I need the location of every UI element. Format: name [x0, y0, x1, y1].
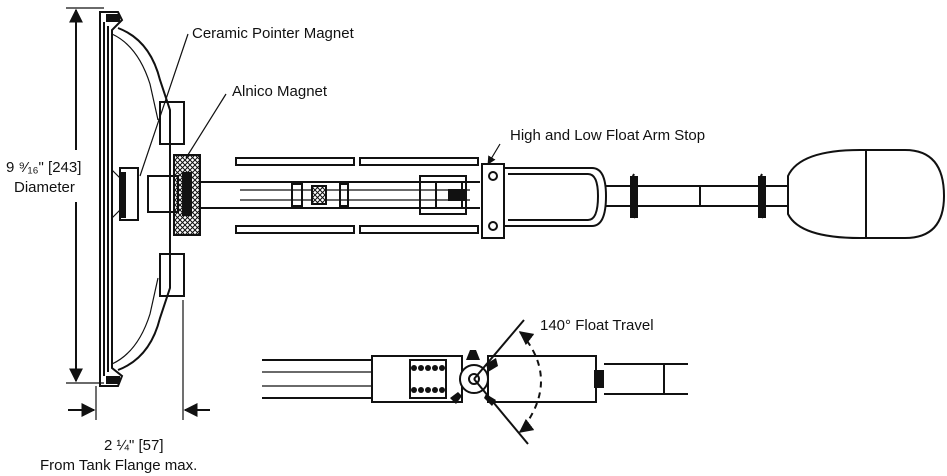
- diameter-dimension: [66, 7, 104, 384]
- float-arm-housing: [235, 157, 608, 239]
- label-alnico-magnet: Alnico Magnet: [232, 83, 328, 100]
- label-ceramic-pointer-magnet: Ceramic Pointer Magnet: [192, 25, 355, 42]
- label-float-travel: 140° Float Travel: [540, 317, 654, 334]
- label-flange-value: 2 ¼" [57]: [104, 437, 164, 454]
- float-rod: [606, 173, 788, 219]
- float-ball: [787, 149, 946, 239]
- label-diameter-value: 9 ⁹⁄₁₆" [243]: [6, 159, 81, 176]
- label-diameter-text: Diameter: [14, 179, 75, 196]
- float-travel-detail: [262, 319, 688, 445]
- label-float-arm-stop: High and Low Float Arm Stop: [510, 127, 705, 144]
- gauge-dial-head: [99, 11, 185, 387]
- leader-lines: [139, 33, 501, 177]
- label-flange-text: From Tank Flange max.: [40, 457, 197, 474]
- alnico-magnet-assembly: [147, 154, 236, 236]
- flange-dimension: [68, 300, 210, 420]
